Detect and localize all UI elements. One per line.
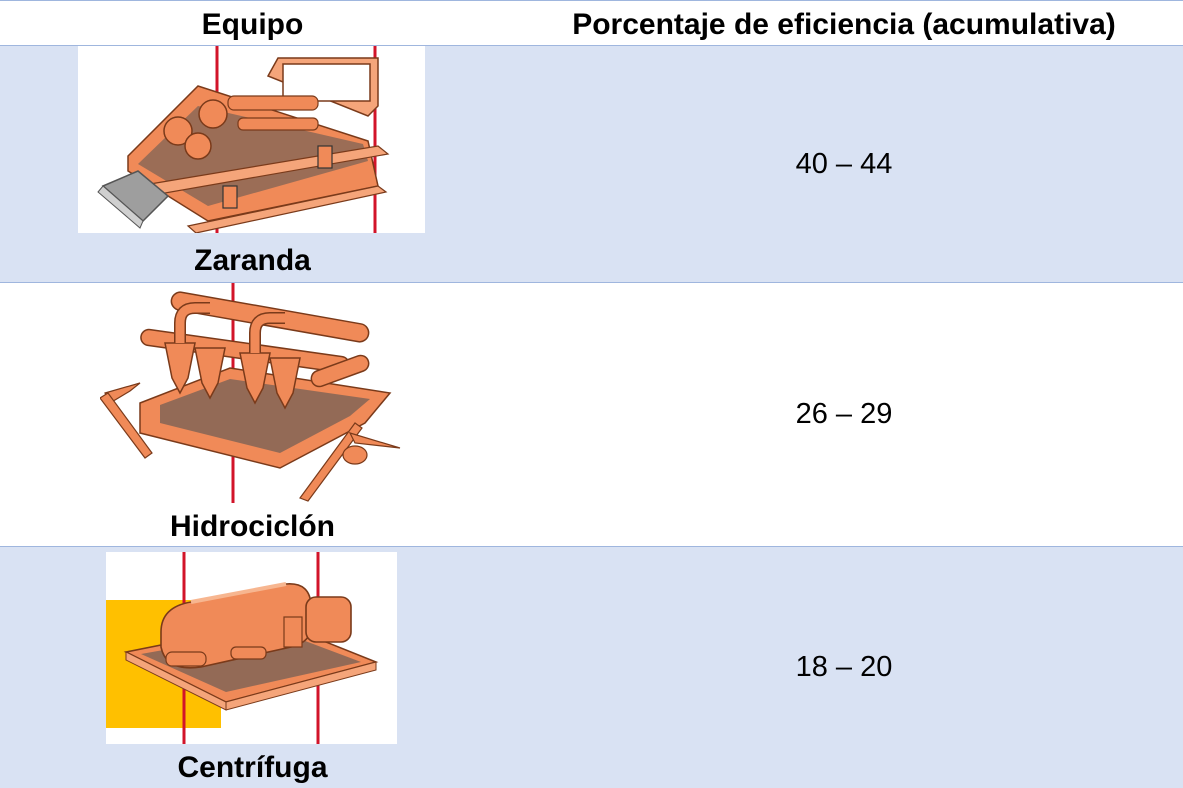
efficiency-value: 40 – 44 <box>795 148 893 180</box>
equipment-label: Hidrociclón <box>169 510 335 543</box>
row-divider <box>0 546 1183 547</box>
table-row: Zaranda 40 – 44 <box>0 46 1183 282</box>
table-top-border <box>0 0 1183 1</box>
table-row: Hidrociclón 26 – 29 <box>0 283 1183 546</box>
hydrocyclone-icon <box>100 283 405 503</box>
efficiency-value: 18 – 20 <box>795 651 893 683</box>
equipment-label: Zaranda <box>194 244 311 277</box>
efficiency-value: 26 – 29 <box>795 398 893 430</box>
header-efficiency: Porcentaje de eficiencia (acumulativa) <box>572 8 1116 41</box>
header-equipment: Equipo <box>201 8 304 41</box>
header-divider <box>0 45 1183 46</box>
row-divider <box>0 282 1183 283</box>
shale-shaker-icon <box>78 46 425 233</box>
table-row: Centrífuga 18 – 20 <box>0 547 1183 788</box>
centrifuge-icon <box>106 552 397 744</box>
table-header-row: Equipo Porcentaje de eficiencia (acumula… <box>0 1 1183 45</box>
equipment-label: Centrífuga <box>177 751 328 784</box>
